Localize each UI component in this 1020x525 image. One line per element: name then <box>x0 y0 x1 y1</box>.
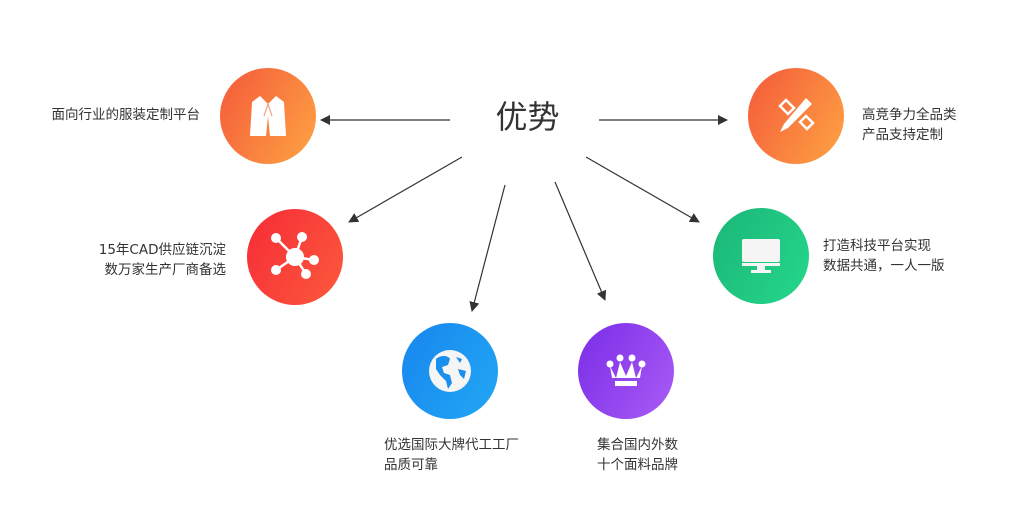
category-circle <box>748 68 844 164</box>
label-line: 集合国内外数 <box>597 437 678 453</box>
oem-circle <box>402 323 498 419</box>
category-label: 高竞争力全品类产品支持定制 <box>862 105 957 145</box>
label-line: 优选国际大牌代工工厂 <box>384 437 519 453</box>
arrow-to-oem <box>469 184 506 312</box>
custom-circle <box>220 68 316 164</box>
arrow-to-fabric <box>554 181 607 301</box>
globe-icon <box>429 350 471 392</box>
tech-label: 打造科技平台实现数据共通，一人一版 <box>823 236 945 276</box>
fabric-label: 集合国内外数十个面料品牌 <box>597 435 678 475</box>
label-line: 面向行业的服装定制平台 <box>51 107 201 123</box>
fabric-circle <box>578 323 674 419</box>
jacket-icon <box>250 96 286 136</box>
cad-label: 15年CAD供应链沉淀数万家生产厂商备选 <box>99 240 226 280</box>
crown-icon <box>606 354 646 386</box>
arrow-to-tech <box>585 156 700 223</box>
label-line: 15年CAD供应链沉淀 <box>98 242 226 258</box>
label-line: 十个面料品牌 <box>597 457 678 473</box>
network-icon <box>271 232 319 279</box>
label-line: 数万家生产厂商备选 <box>104 262 227 278</box>
diagram-title: 优势 <box>495 98 560 136</box>
label-line: 产品支持定制 <box>862 127 943 143</box>
label-line: 品质可靠 <box>384 457 438 473</box>
monitor-icon <box>742 239 780 273</box>
oem-label: 优选国际大牌代工工厂品质可靠 <box>384 435 519 475</box>
pencil-ruler-icon <box>778 98 815 132</box>
label-line: 数据共通，一人一版 <box>823 258 945 274</box>
custom-label: 面向行业的服装定制平台 <box>52 105 201 125</box>
cad-circle <box>247 209 343 305</box>
label-line: 打造科技平台实现 <box>823 238 931 254</box>
tech-circle <box>713 208 809 304</box>
arrow-to-cad <box>348 156 463 223</box>
label-line: 高竞争力全品类 <box>862 107 957 123</box>
